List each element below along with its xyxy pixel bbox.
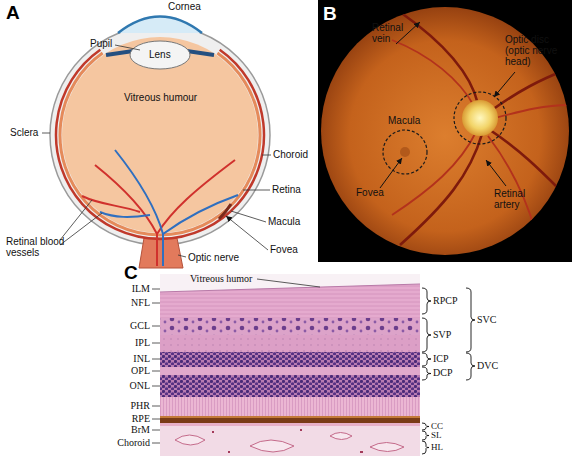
part-label: Vitreous humor [190,273,252,284]
rpe-edge [160,416,420,418]
optic-disc-shape [462,100,498,136]
sclera-shape [50,25,270,245]
ipl-band [160,335,420,352]
fundus-shape [321,7,569,255]
fundus-illustration [318,0,572,262]
plexus-label: ICP [433,353,449,364]
cornea-shape [118,17,202,34]
layer-label: Choroid [117,437,150,448]
panel-letter: C [124,262,138,283]
tick-marks [152,289,160,443]
leader-line [243,190,270,191]
leader-line [60,213,102,245]
macula-mark [219,204,231,219]
layer-label: INL [133,353,150,364]
part-label: Fovea [356,187,384,198]
part-label: Macula [388,115,420,126]
part-label: Retinal artery [494,188,536,210]
part-label: Retinal vein [372,22,412,44]
part-label: Retina [272,184,301,195]
fovea-spot [400,147,410,157]
layer-label: ONL [129,380,150,391]
part-label: Lens [149,49,171,60]
photo-background [318,0,572,262]
leader-arrow [380,158,402,188]
leader-line [115,45,140,50]
leader-line [178,255,186,257]
layer-label: GCL [130,320,150,331]
layer-label: ILM [132,283,150,294]
dashed-outline [383,130,427,174]
layer-label: RPE [132,413,150,424]
layer-label: HL [431,443,443,452]
brace-bracket [422,288,475,454]
leader-line [257,279,320,287]
optic-nerve-shape [139,238,183,268]
part-label: Optic nerve [188,252,239,263]
inl-band [160,352,420,367]
plexus-label: SVP [433,329,451,340]
part-label: Fovea [270,244,298,255]
ilm-line [160,284,420,292]
part-label: Optic disc (optic nerve head) [505,34,567,68]
part-label: Pupil [90,38,112,49]
leader-line [231,211,266,222]
phr-band [160,397,420,416]
leader-line [42,133,50,134]
leader-line [60,200,92,240]
lens-shape [130,41,190,69]
part-label: Cornea [168,1,201,12]
rpe-band [160,416,420,423]
blood-cells [212,430,363,452]
vitreous-shape [62,37,258,233]
layer-label: PHR [131,400,150,411]
vein-shape [100,150,238,266]
leader-line [262,155,271,156]
panel-letter: B [323,3,337,24]
layer-label: SL [431,431,442,440]
plexus-label: RPCP [433,295,457,306]
part-label: Retinal blood vessels [6,236,76,258]
choroid-vessels [175,433,404,453]
histology-illustration [152,274,475,456]
part-label: Sclera [10,127,38,138]
layer-label: NFL [131,297,150,308]
panel-letter: A [6,2,20,23]
part-label: Vitreous humour [124,92,197,103]
dashed-outline [454,92,506,144]
brm-band [160,423,420,426]
choroid-band [160,426,420,456]
layer-label: IPL [135,337,150,348]
plexus-label: SVC [477,314,496,325]
plexus-label: DVC [477,360,498,371]
vessel-group [392,12,570,245]
part-label: Choroid [273,149,308,160]
section-background [160,274,420,456]
retina-shape [60,53,260,235]
eye-illustration [42,17,271,269]
part-label: Macula [268,216,300,227]
nfl-band [160,284,420,318]
plexus-label: DCP [433,367,452,378]
gcl-band [160,318,420,335]
leader-arrow [226,216,268,250]
layer-label: BrM [131,424,150,435]
opl-band [160,367,420,375]
layer-label: OPL [131,365,150,376]
leader-arrow [494,72,515,97]
onl-band [160,375,420,397]
leader-arrow [486,160,506,186]
layer-label: CC [431,422,443,431]
cornea-fill [118,17,202,34]
